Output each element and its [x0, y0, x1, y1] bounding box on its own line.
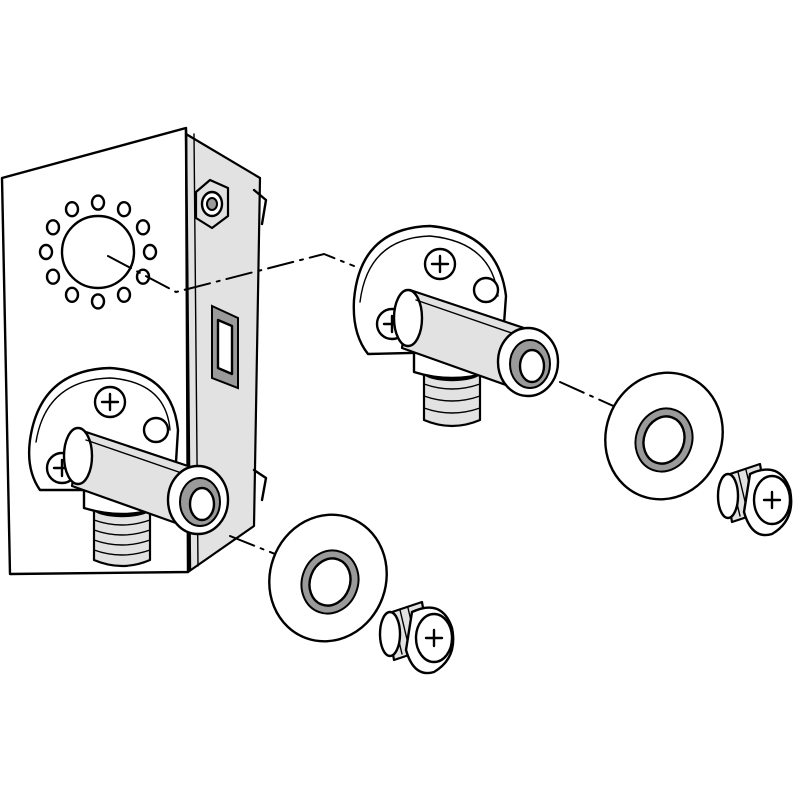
washer-lower: [268, 513, 388, 643]
mounting-hole: [64, 286, 80, 303]
mounting-hole: [116, 200, 132, 218]
mounting-hole: [45, 219, 61, 236]
hole-ring: [38, 194, 158, 310]
plug-screw-lower: [378, 600, 455, 675]
mounting-hole: [116, 286, 132, 303]
elbow-fitting-mounted: [27, 366, 230, 568]
mounting-hole: [64, 200, 80, 218]
plug-screw-upper: [716, 462, 793, 537]
mounting-hole: [90, 194, 106, 211]
flange-nut: [194, 178, 230, 230]
mounting-hole: [45, 268, 61, 285]
mounting-hole: [142, 243, 158, 261]
mounting-hole: [90, 293, 106, 310]
elbow-fitting-exploded: [352, 224, 560, 428]
mounting-hole: [38, 243, 54, 261]
mounting-hole: [135, 219, 151, 236]
washer-upper: [604, 371, 724, 501]
